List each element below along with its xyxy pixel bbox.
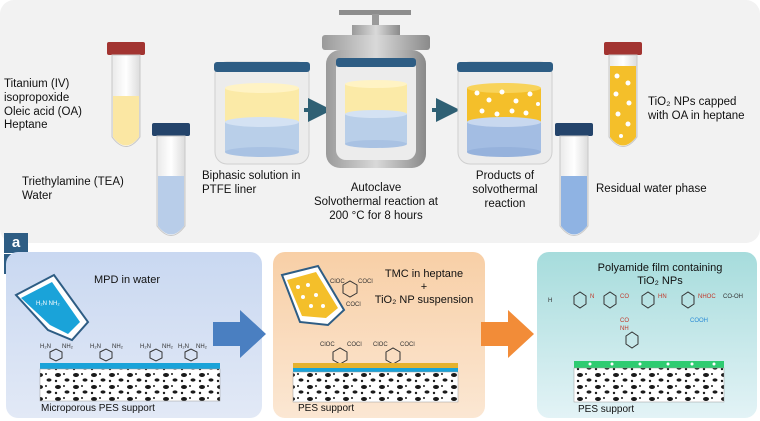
mpd-water-layer [40,363,220,369]
pes-support-3-graphic [573,367,725,403]
svg-text:HN: HN [658,294,667,300]
polyamide-labels: H N CO HN NHOC CO-OH CO NH COOH [548,294,743,332]
svg-text:NH: NH [620,326,629,332]
tmc-label: TMC in heptane + TiO₂ NP suspension [374,268,474,307]
svg-text:ClOC: ClOC [373,342,388,348]
svg-text:COOH: COOH [690,318,708,324]
svg-text:H₂N: H₂N [90,344,101,350]
polyamide-film-layer [574,361,724,368]
svg-text:CO: CO [620,294,629,300]
polyamide-tio2-dots [588,362,716,366]
tea-test-tube [152,123,190,236]
biphasic-label: Biphasic solution in PTFE liner [202,170,301,196]
arrow-step-2-to-3 [481,310,534,358]
precursor-label: Titanium (IV) isopropoxide Oleic acid (O… [4,78,82,132]
pes-support-label: PES support [298,403,355,414]
tmc-beaker-icon [280,264,346,327]
svg-text:H₂N NH₂: H₂N NH₂ [36,301,60,307]
svg-text:H₂N: H₂N [178,344,189,350]
svg-text:NH₂: NH₂ [62,344,74,350]
polyamide-label: Polyamide film containing TiO₂ NPs [597,262,723,288]
svg-text:H₂N: H₂N [140,344,151,350]
svg-text:COCl: COCl [400,342,415,348]
svg-text:NH₂: NH₂ [196,344,208,350]
arrow-step-1-to-2 [213,310,266,358]
svg-text:NH₂: NH₂ [112,344,124,350]
pes-support-label-2: PES support [578,404,635,415]
polyamide-structure-icon [573,291,695,349]
micro-support-label: Microporous PES support [41,403,155,414]
svg-text:H₂N: H₂N [40,344,51,350]
autoclave-vessel [322,10,430,168]
ptfe-liner-vessel [214,61,310,165]
svg-text:COCl: COCl [347,342,362,348]
pes-support-2-graphic [292,371,459,403]
precursor-test-tube [107,42,145,147]
products-vessel [457,61,553,165]
interface-layer [293,363,458,368]
water-layer-2 [293,368,458,372]
tio2-label: TiO₂ NPs capped with OA in heptane [648,96,745,122]
panel-a-tag: a [4,233,28,253]
svg-text:ClOC: ClOC [330,279,345,285]
tio2-test-tube [604,42,642,147]
tmc-molecule-icon [332,280,401,365]
svg-text:H: H [548,298,552,304]
microporous-support [39,368,221,402]
autoclave-label: Autoclave Solvothermal reaction at 200 °… [313,182,438,222]
tea-label: Triethylamine (TEA) Water [22,176,124,202]
svg-text:CO-OH: CO-OH [723,294,743,300]
svg-text:NH₂: NH₂ [162,344,174,350]
mpd-molecules [49,348,198,362]
mpd-label: MPD in water [94,274,161,286]
svg-text:COCl: COCl [358,279,373,285]
svg-text:NHOC: NHOC [698,294,716,300]
products-label: Products of solvothermal reaction [472,170,538,210]
mpd-amine-labels: H₂N NH₂ H₂N NH₂ H₂N NH₂ H₂N NH₂ [40,344,208,350]
mpd-beaker-icon: H₂N NH₂ [14,273,90,342]
svg-text:ClOC: ClOC [320,342,335,348]
svg-text:N: N [590,294,594,300]
residual-water-label: Residual water phase [596,183,707,195]
svg-text:COCl: COCl [346,302,361,308]
residual-water-test-tube [555,123,593,236]
svg-text:CO: CO [620,318,629,324]
